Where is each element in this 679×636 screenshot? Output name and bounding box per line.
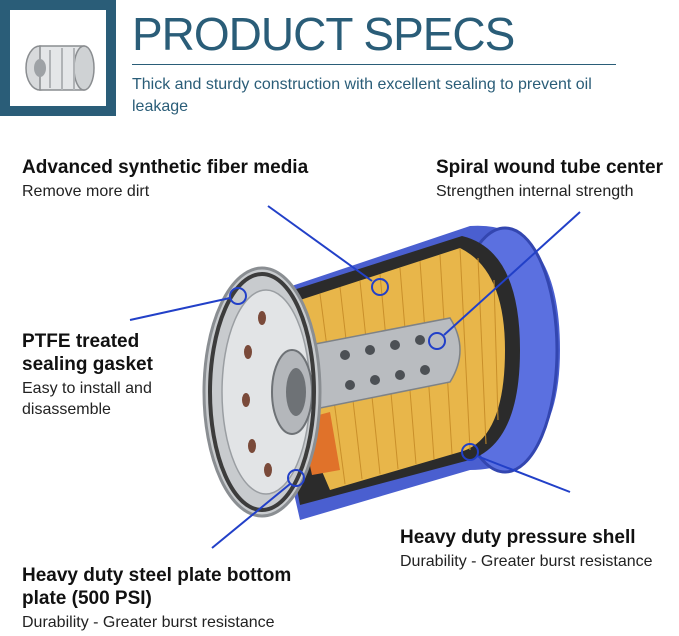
callout-ptfe-heading: PTFE treated sealing gasket xyxy=(22,331,153,375)
pointer-plate-dot-icon xyxy=(287,469,305,487)
page-title: PRODUCT SPECS xyxy=(132,8,515,60)
product-thumbnail xyxy=(0,0,116,116)
callout-fiber-desc: Remove more dirt xyxy=(22,183,150,200)
pointer-fiber xyxy=(267,205,373,282)
callout-spiral-tube: Spiral wound tube center Strengthen inte… xyxy=(436,156,663,202)
callout-plate-desc: Durability - Greater burst resistance xyxy=(22,614,275,631)
callout-spiral-desc: Strengthen internal strength xyxy=(436,183,634,200)
callout-shell-desc: Durability - Greater burst resistance xyxy=(400,553,653,570)
callout-ptfe-gasket: PTFE treated sealing gasket Easy to inst… xyxy=(22,330,202,420)
callout-ptfe-desc: Easy to install and disassemble xyxy=(22,380,152,418)
title-divider xyxy=(132,64,616,65)
sealing-gasket-ring xyxy=(208,272,316,512)
pointer-shell-dot-icon xyxy=(461,443,479,461)
callout-pointers xyxy=(129,205,581,549)
pointer-shell xyxy=(476,455,571,493)
pointer-ptfe-dot-icon xyxy=(229,287,247,305)
pointer-ptfe xyxy=(129,297,231,321)
callout-fiber-heading: Advanced synthetic fiber media xyxy=(22,157,309,178)
page-subtitle: Thick and sturdy construction with excel… xyxy=(132,76,592,115)
pointer-plate xyxy=(211,483,291,549)
pointer-fiber-dot-icon xyxy=(371,278,389,296)
pointer-spiral xyxy=(443,211,581,336)
callout-spiral-heading: Spiral wound tube center xyxy=(436,157,663,178)
callout-steel-plate: Heavy duty steel plate bottom plate (500… xyxy=(22,564,322,633)
callout-fiber-media: Advanced synthetic fiber media Remove mo… xyxy=(22,156,308,202)
oil-filter-thumbnail-icon xyxy=(25,45,95,91)
callout-plate-heading: Heavy duty steel plate bottom plate (500… xyxy=(22,565,292,609)
pointer-spiral-dot-icon xyxy=(428,332,446,350)
media-pleats xyxy=(319,247,499,485)
center-hole-icon xyxy=(286,368,306,416)
base-plate-holes xyxy=(242,311,272,477)
callout-shell-heading: Heavy duty pressure shell xyxy=(400,527,636,548)
callout-pressure-shell: Heavy duty pressure shell Durability - G… xyxy=(400,526,653,572)
tube-holes xyxy=(340,335,430,390)
